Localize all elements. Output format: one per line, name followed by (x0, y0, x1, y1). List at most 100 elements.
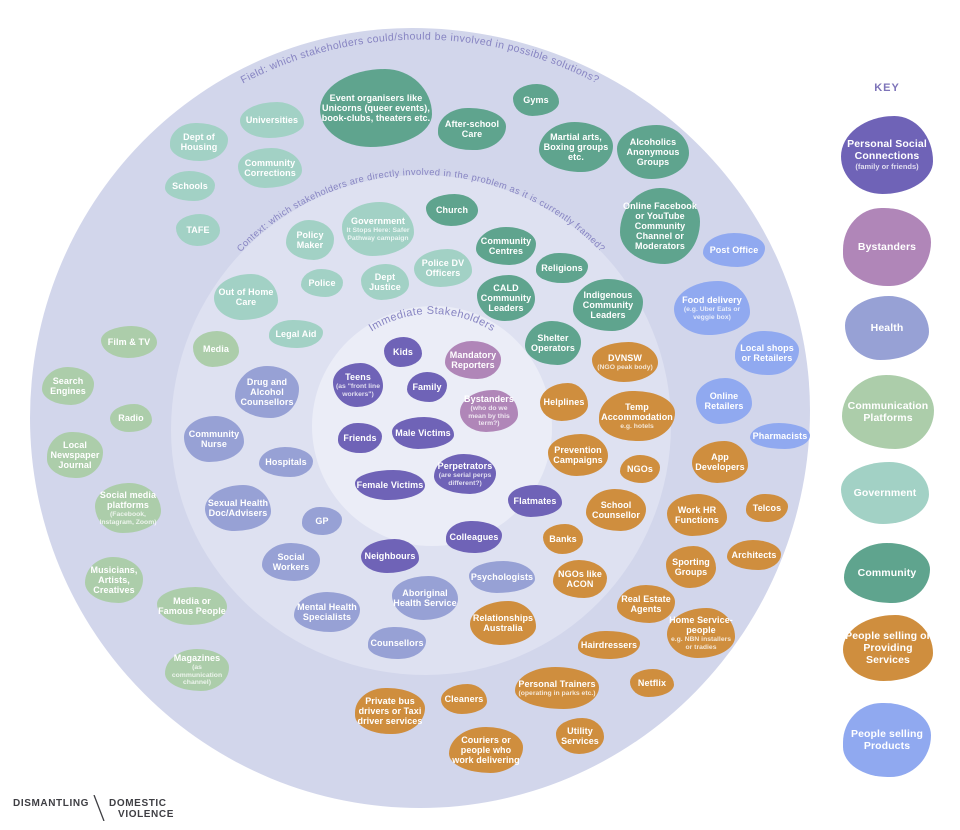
bubble-label: DVNSW (608, 352, 642, 363)
bubble-universities: Universities (240, 102, 304, 138)
bubble-label: Online Retailers (704, 390, 744, 411)
bubble-label: Work HR Functions (675, 504, 719, 525)
bubble-label: Social media platforms (99, 489, 157, 510)
bubble-church: Church (426, 194, 478, 226)
bubble-subtext: (e.g. Uber Eats or veggie box) (683, 305, 741, 321)
bubble-prevention-campaigns: Prevention Campaigns (548, 434, 608, 476)
bubble-label: Local Newspaper Journal (50, 439, 100, 471)
bubble-subtext: (who do we mean by this term?) (468, 404, 510, 428)
bubble-label: Bystanders (463, 393, 515, 404)
bubble-ngos: NGOs (620, 455, 660, 483)
bubble-label: Telcos (752, 502, 782, 513)
bubble-label: Schools (172, 180, 208, 191)
bubble-subtext: e.g. NBN installers or tradies (670, 635, 732, 651)
bubble-label: Government (350, 215, 405, 226)
bubble-label: Policy Maker (296, 229, 324, 250)
bubble-label: Banks (549, 533, 577, 544)
bubble-label: Hairdressers (580, 639, 638, 650)
bubble-label: GP (315, 515, 329, 526)
bubble-sexual-health-doc-advisers: Sexual Health Doc/Advisers (205, 485, 271, 531)
bubble-personal-trainers: Personal Trainers(operating in parks etc… (515, 667, 599, 709)
bubble-work-hr-functions: Work HR Functions (667, 494, 727, 536)
bubble-gyms: Gyms (513, 84, 559, 116)
bubble-label: Relationships Australia (472, 612, 534, 633)
bubble-label: TAFE (186, 224, 210, 235)
bubble-label: Food delivery (682, 294, 742, 305)
bubble-label: Personal Trainers (518, 678, 596, 689)
bubble-label: Sporting Groups (672, 556, 710, 577)
bubble-colleagues: Colleagues (446, 521, 502, 553)
bubble-label: Indigenous Community Leaders (582, 289, 634, 321)
bubble-label: Dept Justice (369, 271, 401, 292)
bubble-label: Prevention Campaigns (553, 444, 603, 465)
bubble-hairdressers: Hairdressers (578, 631, 640, 659)
bubble-label: Event organisers like Unicorns (queer ev… (321, 92, 431, 124)
bubble-label: Cleaners (444, 693, 484, 704)
bubble-label: Martial arts, Boxing groups etc. (543, 131, 609, 163)
bubble-label: Gyms (523, 94, 549, 105)
bubble-online-retailers: Online Retailers (696, 378, 752, 424)
bubble-label: Family (412, 381, 442, 392)
bubble-label: Community (857, 566, 917, 579)
bubble-helplines: Helplines (540, 383, 588, 421)
bubble-legal-aid: Legal Aid (269, 320, 323, 348)
bubble-drug-and-alcohol-counsellors: Drug and Alcohol Counsellors (235, 366, 299, 418)
bubble-teens: Teens(as "front line workers") (333, 363, 383, 407)
bubble-aboriginal-health-service: Aboriginal Health Service (392, 576, 458, 620)
bubble-hospitals: Hospitals (259, 447, 313, 477)
bubble-label: App Developers (695, 451, 745, 472)
bubble-label: Communication Platforms (847, 399, 929, 424)
bubble-label: Kids (393, 346, 413, 357)
key-item-government: Government (841, 462, 929, 524)
bubble-banks: Banks (543, 524, 583, 554)
bubble-label: Friends (343, 432, 377, 443)
bubble-out-of-home-care: Out of Home Care (214, 274, 278, 320)
bubble-label: Government (853, 486, 917, 499)
bubble-film-tv: Film & TV (101, 326, 157, 358)
bubble-indigenous-community-leaders: Indigenous Community Leaders (573, 279, 643, 331)
bubble-after-school-care: After-school Care (438, 108, 506, 150)
bubble-cleaners: Cleaners (441, 684, 487, 714)
bubble-subtext: (family or friends) (855, 162, 919, 172)
bubble-label: Home Service-people (669, 614, 733, 635)
bubble-social-media-platforms: Social media platforms(Facebook, Instagr… (95, 483, 161, 533)
key-item-community: Community (844, 543, 930, 603)
key-item-communication-platforms: Communication Platforms (842, 375, 934, 449)
bubble-private-bus-drivers-or-taxi-driver-service: Private bus drivers or Taxi driver servi… (355, 688, 425, 734)
bubble-female-victims: Female Victims (355, 470, 425, 500)
bubble-label: Mandatory Reporters (449, 349, 497, 370)
bubble-cald-community-leaders: CALD Community Leaders (477, 275, 535, 321)
bubble-label: Temp Accommodation (601, 401, 673, 422)
bubble-subtext: (are serial perps different?) (438, 471, 492, 487)
key-title: KEY (874, 82, 900, 94)
bubble-label: Religions (541, 262, 583, 273)
bubble-label: Police (308, 277, 336, 288)
bubble-label: People selling Products (850, 727, 923, 752)
bubble-label: Bystanders (857, 240, 917, 253)
bubble-local-shops-or-retailers: Local shops or Retailers (735, 331, 799, 375)
bubble-architects: Architects (727, 540, 781, 570)
bubble-subtext: (as "front line workers") (335, 382, 380, 398)
bubble-label: Search Engines (50, 375, 86, 396)
bubble-subtext: e.g. hotels (620, 422, 654, 430)
bubble-neighbours: Neighbours (361, 539, 419, 573)
bubble-label: Hospitals (265, 456, 307, 467)
bubble-label: Legal Aid (275, 328, 317, 339)
bubble-label: Private bus drivers or Taxi driver servi… (357, 695, 423, 727)
bubble-religions: Religions (536, 253, 588, 283)
bubble-label: Neighbours (364, 550, 416, 561)
bubble-counsellors: Counsellors (368, 627, 426, 659)
bubble-label: Community Nurse (188, 428, 240, 449)
bubble-real-estate-agents: Real Estate Agents (617, 585, 675, 623)
bubble-label: Netflix (637, 677, 667, 688)
bubble-sporting-groups: Sporting Groups (666, 546, 716, 588)
bubble-label: Radio (118, 412, 144, 423)
bubble-label: Magazines (173, 652, 221, 663)
bubble-online-facebook-or-youtube-community-chann: Online Facebook or YouTube Community Cha… (620, 188, 700, 264)
bubble-label: Female Victims (356, 479, 424, 490)
bubble-label: Out of Home Care (218, 286, 274, 307)
bubble-couriers-or-people-who-work-delivering: Couriers or people who work delivering (449, 727, 523, 773)
bubble-mandatory-reporters: Mandatory Reporters (445, 341, 501, 379)
